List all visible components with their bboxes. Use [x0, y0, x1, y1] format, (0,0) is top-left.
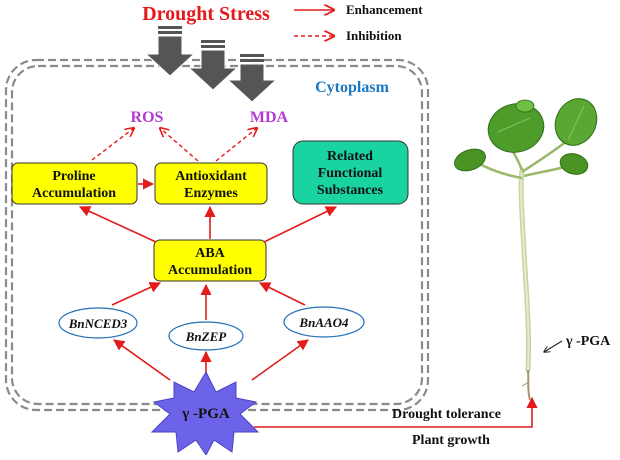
- arrow-aao4-to-aba: [258, 282, 306, 306]
- arrow-antioxidant-to-mda: [215, 128, 257, 162]
- gene-bnnced3: BnNCED3: [58, 307, 138, 339]
- arrow-pga-to-plant: [254, 396, 538, 428]
- proline-accumulation-box: Proline Accumulation: [11, 162, 138, 205]
- title-drought-stress: Drought Stress: [142, 3, 270, 25]
- inhibition-arrows: [91, 128, 257, 162]
- stress-arrow-3: [226, 54, 278, 103]
- svg-text:ABA: ABA: [195, 246, 225, 261]
- arrow-proline-to-ros: [91, 128, 134, 161]
- gene-bnaao4: BnAAO4: [283, 306, 365, 338]
- svg-text:Functional: Functional: [318, 166, 383, 181]
- antioxidant-enzymes-box: Antioxidant Enzymes: [154, 162, 268, 205]
- svg-text:Antioxidant: Antioxidant: [175, 169, 247, 184]
- seedling-image: [454, 98, 598, 401]
- svg-text:Enzymes: Enzymes: [184, 186, 238, 201]
- plant-growth-label: Plant growth: [412, 433, 490, 448]
- ros-label: ROS: [131, 109, 164, 126]
- plant-pga-label: γ -PGA: [565, 334, 611, 349]
- arrow-aba-to-related: [263, 206, 338, 243]
- plant-label-pointer: [544, 340, 563, 352]
- gene-bnzep: BnZEP: [168, 321, 244, 351]
- svg-text:Substances: Substances: [317, 183, 384, 198]
- svg-text:BnAAO4: BnAAO4: [298, 315, 349, 330]
- stress-arrow-1: [144, 26, 196, 77]
- related-functional-substances-box: Related Functional Substances: [292, 140, 409, 205]
- arrow-pga-to-nced3: [113, 339, 171, 381]
- aba-accumulation-box: ABA Accumulation: [153, 239, 267, 282]
- svg-text:BnZEP: BnZEP: [185, 329, 228, 344]
- pga-star: γ -PGA: [150, 370, 260, 456]
- cytoplasm-label: Cytoplasm: [315, 79, 389, 96]
- cytoplasm-boundary: [4, 58, 430, 412]
- arrow-antioxidant-to-ros: [160, 128, 199, 162]
- legend-inhibition-label: Inhibition: [346, 28, 402, 43]
- legend-enhancement-label: Enhancement: [346, 2, 423, 17]
- arrow-nced3-to-aba: [111, 282, 162, 306]
- stress-arrows: [144, 26, 278, 103]
- svg-text:Related: Related: [327, 149, 373, 164]
- svg-text:Proline: Proline: [52, 169, 95, 184]
- arrow-aba-to-proline: [78, 206, 157, 243]
- svg-text:BnNCED3: BnNCED3: [68, 316, 128, 331]
- pga-star-label: γ -PGA: [181, 406, 230, 422]
- stress-arrow-2: [187, 40, 239, 91]
- aba-output-arrows: [78, 205, 338, 243]
- legend: Enhancement Inhibition: [294, 2, 423, 43]
- arrow-pga-to-aao4: [251, 339, 309, 381]
- gene-to-aba-arrows: [111, 282, 306, 320]
- svg-text:Accumulation: Accumulation: [32, 186, 116, 201]
- drought-tolerance-label: Drought tolerance: [392, 407, 501, 422]
- svg-text:Accumulation: Accumulation: [168, 263, 252, 278]
- mda-label: MDA: [250, 109, 289, 126]
